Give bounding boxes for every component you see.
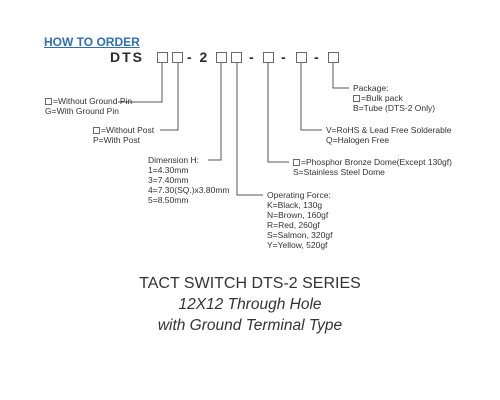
series-subtitle-1: 12X12 Through Hole [178, 296, 322, 313]
dimension-item: 5=8.50mm [148, 195, 189, 205]
dimension-item: 1=4.30mm [148, 165, 189, 175]
package-bulk: =Bulk pack [361, 93, 403, 103]
leader-dimension [208, 63, 222, 161]
series-subtitle-2: with Ground Terminal Type [157, 317, 343, 334]
leader-ground-pin [118, 63, 163, 103]
leader-post [160, 63, 179, 131]
code-dash-3: - [314, 49, 321, 65]
post-with: P=With Post [93, 135, 141, 145]
rohs-option: V=RoHS & Lead Free Solderable Q=Halogen … [326, 125, 451, 145]
dimension-item: 3=7.40mm [148, 175, 189, 185]
force-title: Operating Force: [267, 190, 331, 200]
force-item: R=Red, 260gf [267, 220, 320, 230]
leader-dome [267, 63, 289, 163]
code-box-post [172, 52, 183, 63]
post-without: =Without Post [101, 125, 155, 135]
dimension-option: Dimension H: 1=4.30mm 3=7.40mm 4=7.30(SQ… [148, 155, 230, 205]
rohs-halogen-free: Q=Halogen Free [326, 135, 390, 145]
blank-box-icon [293, 159, 300, 166]
blank-box-icon [93, 127, 100, 134]
package-option: Package: =Bulk pack B=Tube (DTS-2 Only) [353, 83, 435, 113]
code-prefix: DTS [110, 49, 144, 65]
ground-pin-without: =Without Ground Pin [53, 96, 133, 106]
force-item: K=Black, 130g [267, 200, 323, 210]
code-dash-two: - 2 [187, 49, 210, 65]
ground-pin-with: G=With Ground Pin [45, 106, 119, 116]
blank-box-icon [45, 98, 52, 105]
post-option: =Without Post P=With Post [93, 125, 154, 145]
ground-pin-option: =Without Ground Pin G=With Ground Pin [45, 96, 132, 116]
code-box-force [231, 52, 242, 63]
force-item: N=Brown, 160gf [267, 210, 329, 220]
blank-box-icon [353, 95, 360, 102]
package-title: Package: [353, 83, 389, 93]
force-item: S=Salmon, 320gf [267, 230, 333, 240]
code-box-dimension [216, 52, 227, 63]
code-dash-1: - [249, 49, 256, 65]
rohs-lead-free: V=RoHS & Lead Free Solderable [326, 125, 452, 135]
dome-option: =Phosphor Bronze Dome(Except 130gf) S=St… [293, 157, 452, 177]
leader-force [236, 63, 263, 196]
package-tube: B=Tube (DTS-2 Only) [353, 103, 436, 113]
leader-rohs [300, 63, 322, 131]
dimension-title: Dimension H: [148, 155, 200, 165]
dome-stainless: S=Stainless Steel Dome [293, 167, 385, 177]
code-box-rohs [296, 52, 307, 63]
code-box-ground-pin [157, 52, 168, 63]
dimension-item: 4=7.30(SQ.)x3.80mm [148, 185, 230, 195]
code-dash-2: - [281, 49, 288, 65]
series-title: TACT SWITCH DTS-2 SERIES [139, 275, 361, 292]
how-to-order-heading: HOW TO ORDER [44, 35, 140, 49]
code-box-dome [263, 52, 274, 63]
dome-phosphor: =Phosphor Bronze Dome(Except 130gf) [301, 157, 452, 167]
leader-package [332, 63, 349, 89]
operating-force-option: Operating Force: K=Black, 130g N=Brown, … [267, 190, 332, 250]
code-box-package [328, 52, 339, 63]
force-item: Y=Yellow, 520gf [267, 240, 328, 250]
